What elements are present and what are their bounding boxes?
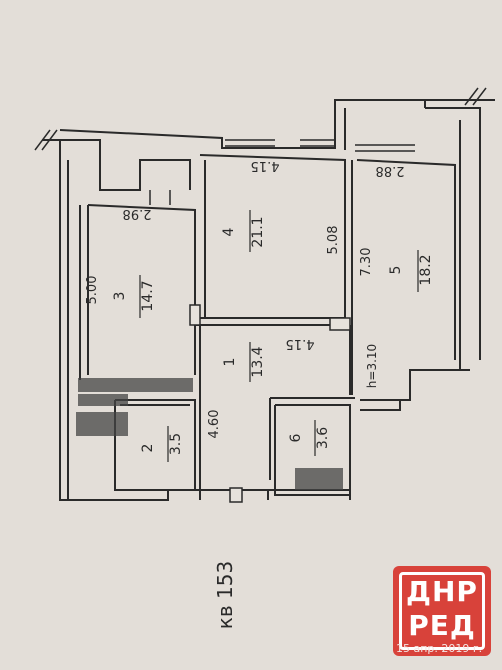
- room5-width: 2.88: [376, 163, 405, 178]
- walls: [42, 99, 495, 501]
- room6-number: 6: [288, 433, 304, 442]
- ceiling-height: h=3.10: [365, 344, 379, 388]
- room3-number: 3: [112, 292, 128, 301]
- room2-area: 3.5: [168, 433, 184, 455]
- room4-width: 4.15: [251, 158, 280, 173]
- room3-length: 5.00: [85, 276, 100, 305]
- room1-length: 4.60: [207, 410, 222, 439]
- room4-length: 5.08: [326, 226, 341, 255]
- room3-area: 14.7: [140, 280, 156, 311]
- room2-number: 2: [140, 444, 156, 453]
- room3-width: 2.98: [123, 206, 152, 221]
- fixtures: [76, 304, 351, 503]
- room5-area: 18.2: [418, 254, 434, 285]
- logo-top-text: ДНР: [406, 575, 478, 608]
- apartment-label: кв 153: [213, 561, 237, 629]
- room6-area: 3.6: [315, 427, 331, 449]
- area-underlines: [139, 210, 419, 462]
- room4-number: 4: [221, 227, 237, 236]
- room1-area: 13.4: [250, 346, 266, 377]
- room1-number: 1: [222, 358, 238, 367]
- logo-bottom-text: РЕД: [408, 609, 476, 642]
- room1-width: 4.15: [286, 336, 315, 351]
- windows: [149, 139, 415, 205]
- room4-area: 21.1: [250, 216, 266, 247]
- room5-number: 5: [388, 266, 404, 275]
- break-marks: [34, 87, 487, 151]
- watermark-logo: ДНР РЕД: [393, 566, 491, 656]
- watermark-date: 15 апр. 2019 г.: [396, 642, 483, 655]
- room5-length: 7.30: [359, 248, 374, 277]
